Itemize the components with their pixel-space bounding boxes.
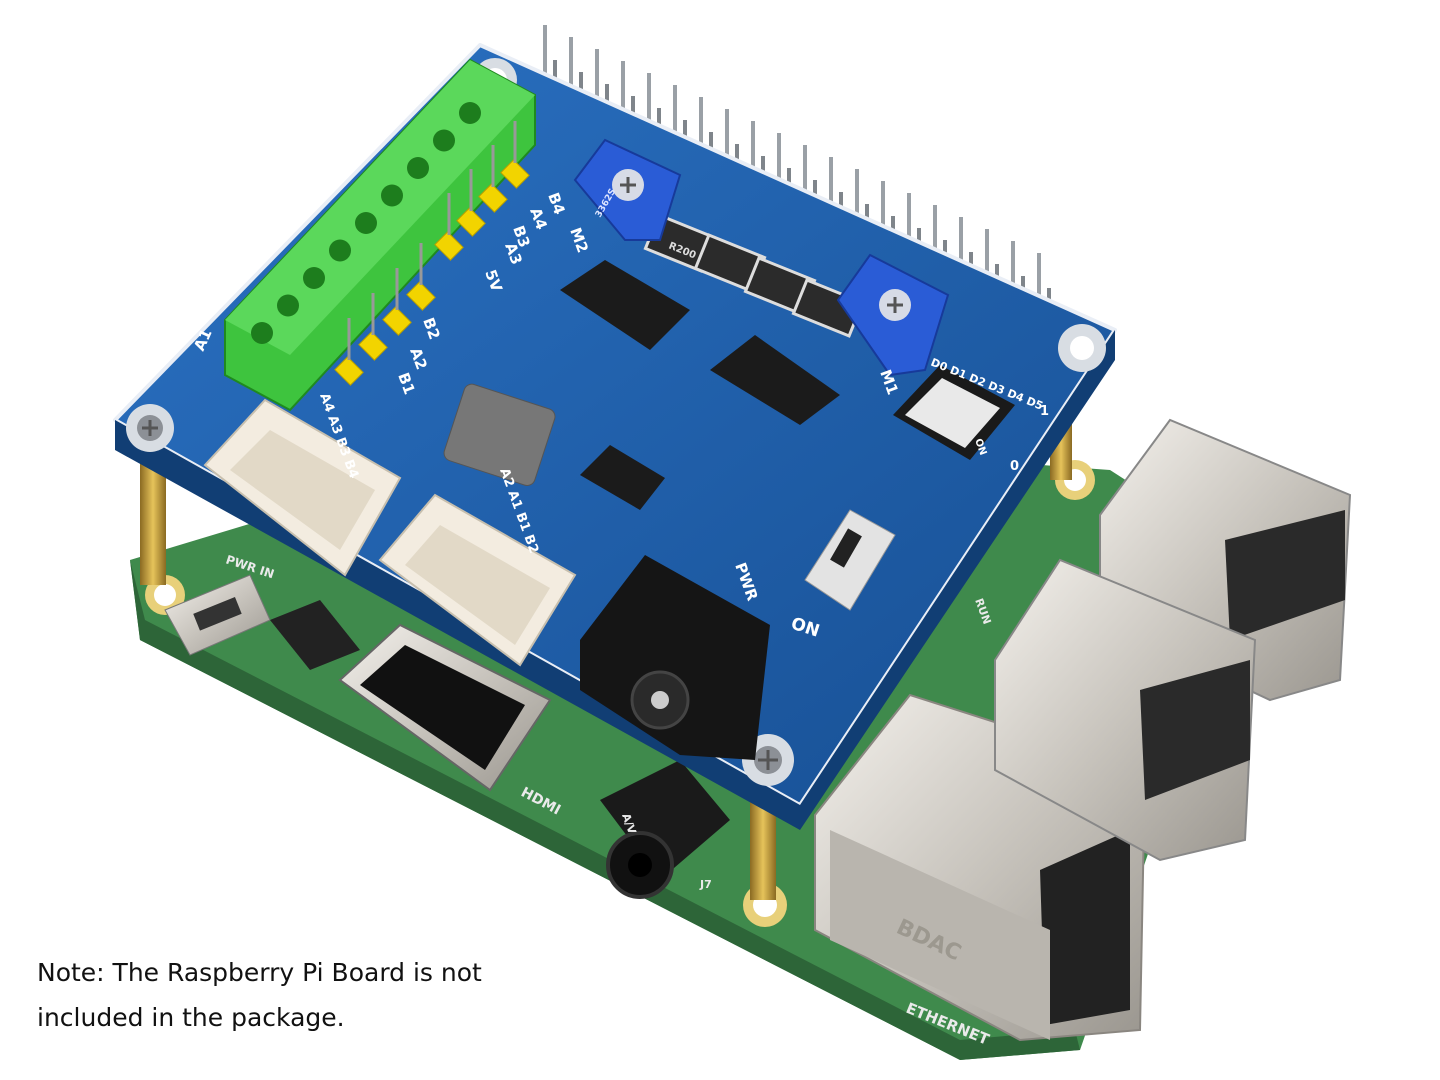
package-note-line-1: Note: The Raspberry Pi Board is not [37,958,482,987]
dip-edge-1: 1 [1040,404,1049,419]
terminal-screw-hole [303,267,325,289]
yellow-pin-headers [334,121,530,386]
screw-terminal-block [224,58,536,412]
usb-ports [994,418,1352,862]
dip-switch [893,365,1015,460]
terminal-screw-hole [355,212,377,234]
dc-power-jack [580,555,770,760]
terminal-screw-hole [251,322,273,344]
motor-connector-2 [378,493,577,667]
yellow-pin [500,159,530,189]
terminal-screw-hole [459,102,481,124]
dip-edge-0: 0 [1010,459,1019,474]
power-switch [804,509,896,611]
terminal-screw-hole [433,129,455,152]
inductor [443,383,556,486]
dip-on-label: ON [972,437,988,457]
terminal-screw-hole [407,157,429,179]
terminal-screw-hole [277,294,299,317]
stepper-motor-hat: R200 3362S A1 A2 B1 B2 5V A3 B3 A4 B4 [113,43,1117,830]
driver-chip-2 [710,335,840,425]
yellow-pin [334,356,364,386]
yellow-pin [434,231,464,261]
yellow-pin [478,183,508,213]
yellow-pin [382,306,412,336]
terminal-screw-hole [381,184,403,207]
terminal-screw-hole [329,239,351,262]
package-note-line-2: included in the package. [37,1003,345,1032]
driver-chip-1 [560,260,690,350]
pi-jack-label: J7 [699,878,712,891]
potentiometer-1: 3362S [573,138,682,241]
potentiometer-2 [836,253,950,377]
yellow-pin [456,207,486,237]
audio-jack [600,760,730,899]
small-chip [580,445,665,510]
yellow-pin [358,331,388,361]
yellow-pin [406,281,436,311]
hdmi-port [338,623,552,792]
package-note: Note: The Raspberry Pi Board is not incl… [37,950,557,1040]
sense-resistors: R200 [643,213,865,338]
motor-connector-1 [203,398,402,577]
